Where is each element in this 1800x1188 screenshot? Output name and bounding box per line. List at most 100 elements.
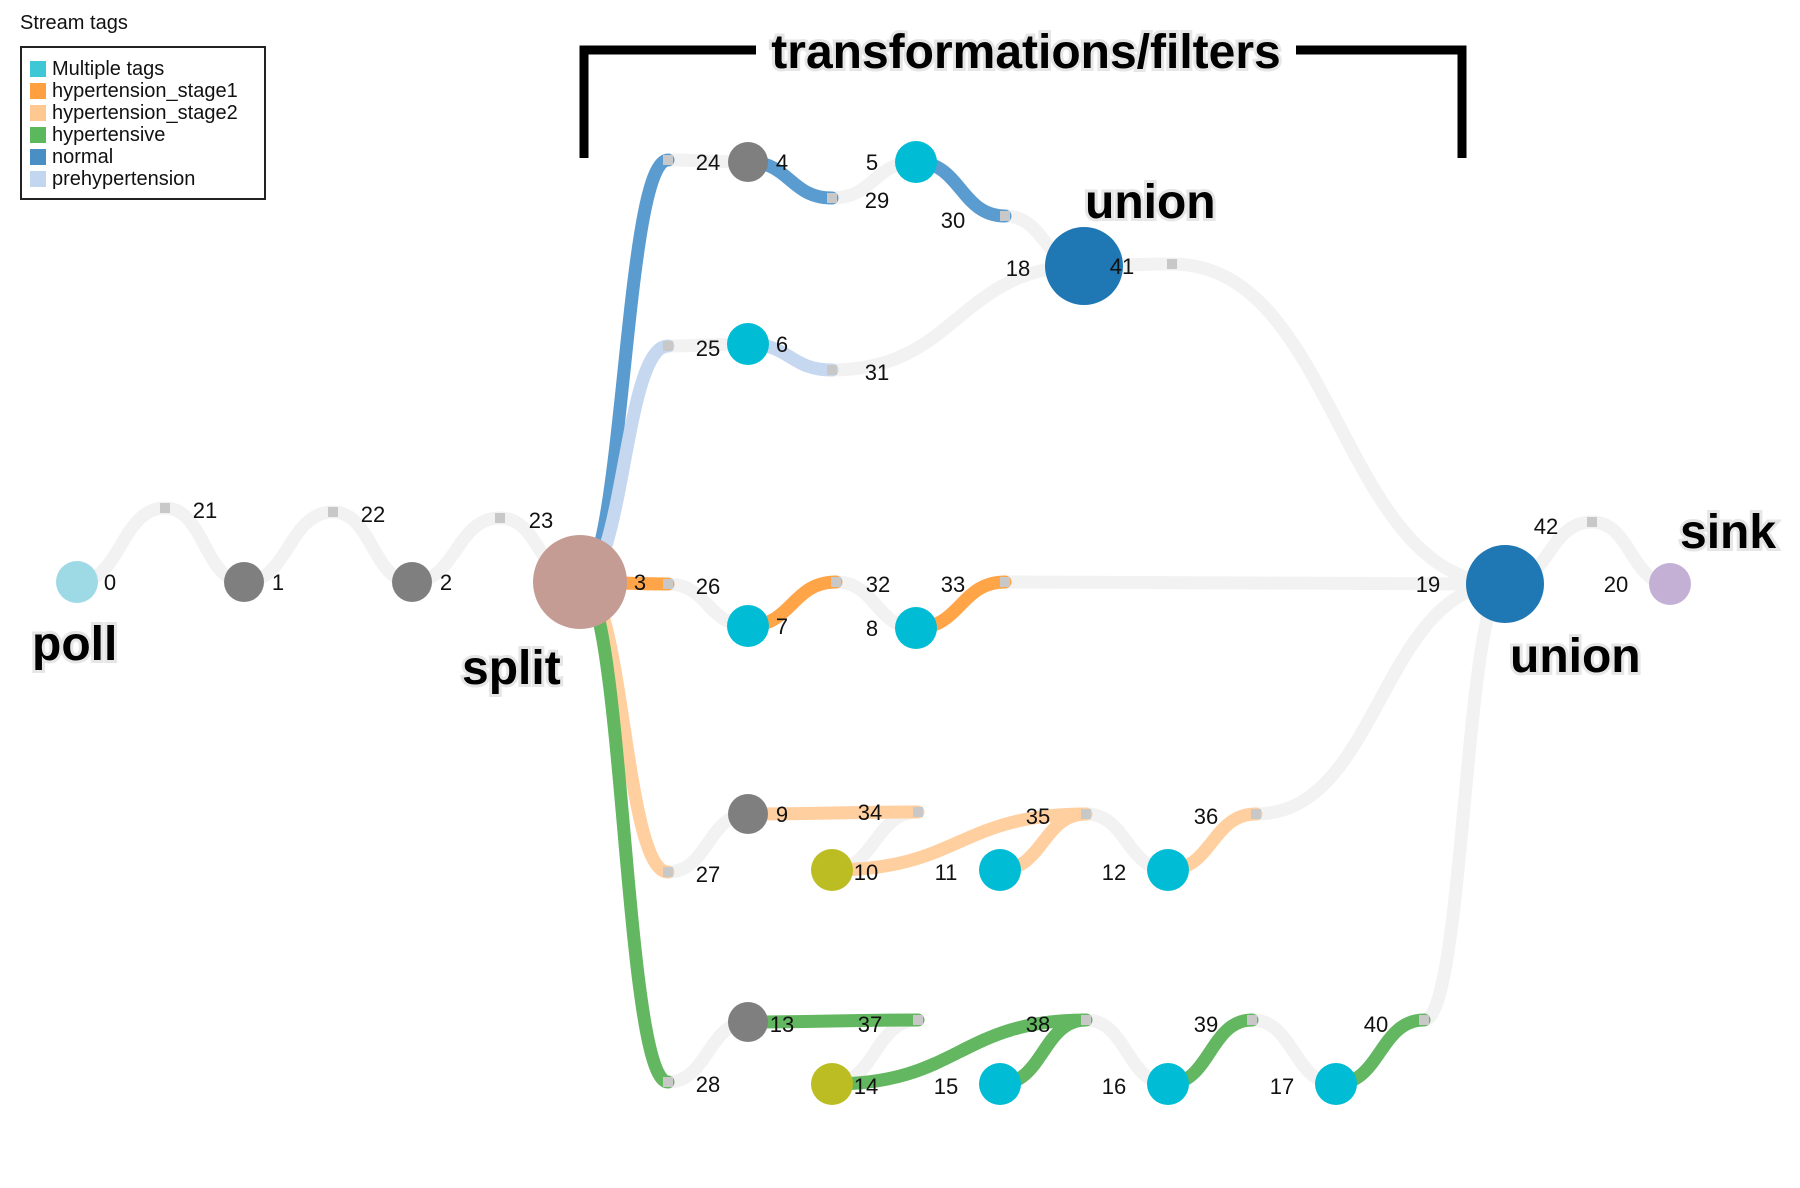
port-37 (913, 1015, 923, 1025)
port-label-22: 22 (361, 502, 385, 527)
link-out-3-4 (573, 153, 675, 589)
node-20[interactable] (1649, 563, 1691, 605)
port-21 (160, 503, 170, 513)
node-label-12: 12 (1102, 860, 1126, 885)
node-10[interactable] (811, 849, 853, 891)
split-label: split (462, 642, 561, 695)
node-19[interactable] (1466, 545, 1544, 623)
node-label-13: 13 (770, 1012, 794, 1037)
port-label-37: 37 (858, 1012, 882, 1037)
port-41 (1167, 259, 1177, 269)
link-in-18-19 (1165, 257, 1512, 591)
link-out-9-10 (741, 805, 925, 821)
port-30 (1000, 211, 1010, 221)
port-label-41: 41 (1110, 254, 1134, 279)
port-label-27: 27 (696, 862, 720, 887)
legend-label: prehypertension (52, 167, 196, 190)
nodes (56, 141, 1691, 1105)
port-35 (1081, 809, 1091, 819)
node-label-15: 15 (934, 1074, 958, 1099)
node-label-17: 17 (1270, 1074, 1294, 1099)
node-6[interactable] (727, 323, 769, 365)
bracket-label-bg (756, 28, 1296, 72)
port-label-31: 31 (865, 360, 889, 385)
node-2[interactable] (392, 562, 432, 602)
port-label-35: 35 (1026, 804, 1050, 829)
union-label-right: union (1510, 630, 1641, 683)
port-40 (1419, 1015, 1429, 1025)
legend-label: Multiple tags (52, 57, 165, 80)
port-label-39: 39 (1194, 1012, 1218, 1037)
port-34 (913, 807, 923, 817)
port-label-24: 24 (696, 150, 720, 175)
legend-item-hypertension-stage1: hypertension_stage1 (30, 80, 238, 102)
link-in-12-19 (1249, 577, 1512, 821)
port-label-29: 29 (865, 188, 889, 213)
node-0[interactable] (56, 561, 98, 603)
port-22 (328, 507, 338, 517)
link-out-14-15 (825, 1013, 1093, 1091)
union-label-top: union (1085, 176, 1216, 229)
node-12[interactable] (1147, 849, 1189, 891)
legend-item-normal: normal (30, 146, 113, 168)
port-28 (663, 1077, 673, 1087)
port-29 (827, 193, 837, 203)
node-label-14: 14 (854, 1074, 878, 1099)
link-in-8-19 (998, 575, 1512, 591)
legend-item-hypertensive: hypertensive (30, 124, 165, 146)
link-out-13-14 (741, 1013, 925, 1029)
transformations-label: transformations/filters (771, 26, 1280, 79)
legend-label: normal (52, 145, 114, 168)
port-42 (1587, 517, 1597, 527)
node-16[interactable] (1147, 1063, 1189, 1105)
link-out-3-13 (573, 575, 675, 1089)
port-24 (663, 155, 673, 165)
legend-swatch (30, 61, 46, 77)
port-label-21: 21 (193, 498, 217, 523)
legend: Multiple tags hypertension_stage1 hypert… (20, 46, 266, 200)
node-label-6: 6 (776, 332, 788, 357)
port-33 (1000, 577, 1010, 587)
port-label-34: 34 (858, 800, 882, 825)
port-36 (1251, 809, 1261, 819)
sink-label: sink (1680, 506, 1776, 559)
node-18[interactable] (1045, 227, 1123, 305)
port-label-40: 40 (1364, 1012, 1388, 1037)
node-11[interactable] (979, 849, 1021, 891)
port-27 (663, 867, 673, 877)
node-13[interactable] (728, 1002, 768, 1042)
node-8[interactable] (895, 607, 937, 649)
node-9[interactable] (728, 794, 768, 834)
node-label-10: 10 (854, 860, 878, 885)
port-23 (495, 513, 505, 523)
port-label-28: 28 (696, 1072, 720, 1097)
port-39 (1247, 1015, 1257, 1025)
node-17[interactable] (1315, 1063, 1357, 1105)
legend-label: hypertension_stage2 (52, 101, 238, 124)
legend-swatch (30, 171, 46, 187)
node-label-8: 8 (866, 616, 878, 641)
node-label-4: 4 (776, 150, 788, 175)
node-14[interactable] (811, 1063, 853, 1105)
port-label-25: 25 (696, 336, 720, 361)
port-25 (663, 341, 673, 351)
link-in-17-19 (1417, 577, 1512, 1027)
node-15[interactable] (979, 1063, 1021, 1105)
legend-swatch (30, 83, 46, 99)
node-5[interactable] (895, 141, 937, 183)
legend-item-multiple-tags: Multiple tags (30, 58, 164, 80)
link-in-6-18 (825, 259, 1091, 377)
legend-swatch (30, 149, 46, 165)
node-1[interactable] (224, 562, 264, 602)
legend-swatch (30, 105, 46, 121)
node-label-2: 2 (440, 570, 452, 595)
node-label-3: 3 (634, 570, 646, 595)
port-label-38: 38 (1026, 1012, 1050, 1037)
port-label-23: 23 (529, 508, 553, 533)
node-4[interactable] (728, 142, 768, 182)
node-3[interactable] (533, 535, 627, 629)
node-label-11: 11 (935, 860, 958, 885)
node-7[interactable] (727, 605, 769, 647)
